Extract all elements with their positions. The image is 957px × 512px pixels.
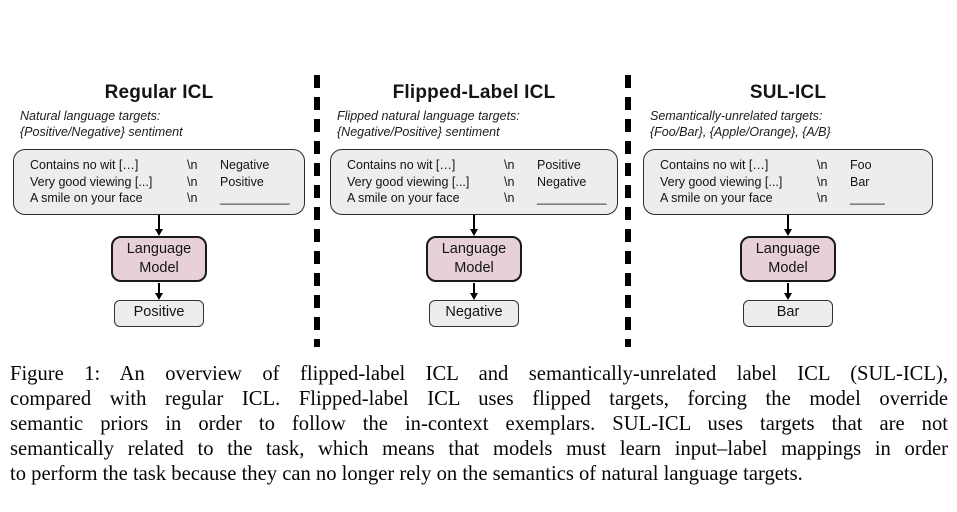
exemplar-input: Very good viewing [...] xyxy=(660,174,783,189)
panel-subtitle: Natural language targets: {Positive/Nega… xyxy=(20,109,305,140)
exemplar-input: Contains no wit […] xyxy=(30,158,139,172)
exemplar-blank-label: __________ xyxy=(537,191,607,205)
exemplar-input: A smile on your face xyxy=(660,191,773,205)
connector-model-to-output xyxy=(13,283,305,300)
output-box: Negative xyxy=(429,300,519,327)
connector-input-to-model xyxy=(643,215,933,236)
language-model-box: Language Model xyxy=(740,236,836,282)
exemplar-row: A smile on your face \n __________ xyxy=(347,190,617,207)
newline-token: \n xyxy=(187,191,198,205)
exemplars-box: Contains no wit […] \n Positive Very goo… xyxy=(330,149,618,215)
panel-title: Flipped-Label ICL xyxy=(392,82,556,103)
panel-subtitle: Flipped natural language targets: {Negat… xyxy=(337,109,618,140)
connector-line xyxy=(158,215,160,229)
exemplar-input: Contains no wit […] xyxy=(347,158,456,172)
exemplar-input: Very good viewing [...] xyxy=(347,174,470,189)
exemplar-label: Negative xyxy=(537,174,587,189)
connector-line xyxy=(473,215,475,229)
caption-line: semantic priors in order to follow the i… xyxy=(10,412,948,435)
panel-title: Regular ICL xyxy=(104,82,214,103)
exemplar-row: Contains no wit […] \n Positive xyxy=(347,157,617,174)
newline-token: \n xyxy=(817,191,828,205)
connector-line xyxy=(473,283,475,293)
subtitle-line: {Positive/Negative} sentiment xyxy=(20,124,183,139)
exemplar-label: Bar xyxy=(850,174,870,189)
connector-model-to-output xyxy=(643,283,933,300)
exemplars-box: Contains no wit […] \n Foo Very good vie… xyxy=(643,149,933,215)
caption-line: compared with regular ICL. Flipped-label… xyxy=(10,387,948,410)
exemplar-row: A smile on your face \n _____ xyxy=(660,190,932,207)
language-model-box: Language Model xyxy=(111,236,207,282)
exemplar-row: Contains no wit […] \n Negative xyxy=(30,157,304,174)
exemplar-blank-label: _____ xyxy=(850,191,885,205)
arrow-down-icon xyxy=(784,293,792,300)
caption-line: Figure 1: An overview of flipped-label I… xyxy=(10,363,948,385)
newline-token: \n xyxy=(504,174,515,189)
subtitle-line: Natural language targets: xyxy=(20,109,161,123)
language-model-label: Language xyxy=(441,241,507,257)
exemplar-row: Contains no wit […] \n Foo xyxy=(660,157,932,174)
newline-token: \n xyxy=(504,191,515,205)
connector-model-to-output xyxy=(330,283,618,300)
newline-token: \n xyxy=(817,158,828,172)
exemplar-label: Negative xyxy=(220,158,270,172)
exemplar-row: Very good viewing [...] \n Negative xyxy=(347,174,617,191)
newline-token: \n xyxy=(187,174,198,189)
output-box: Bar xyxy=(743,300,833,327)
figure-caption: Figure 1: An overview of flipped-label I… xyxy=(10,362,948,487)
exemplar-label: Foo xyxy=(850,158,872,172)
exemplar-input: A smile on your face xyxy=(347,191,460,205)
connector-line xyxy=(787,283,789,293)
language-model-label: Model xyxy=(768,260,808,276)
arrow-down-icon xyxy=(155,293,163,300)
panel-subtitle: Semantically-unrelated targets: {Foo/Bar… xyxy=(650,109,933,140)
arrow-down-icon xyxy=(784,229,792,236)
exemplar-input: Very good viewing [...] xyxy=(30,174,153,189)
subtitle-line: Flipped natural language targets: xyxy=(337,109,520,123)
exemplar-label: Positive xyxy=(537,158,581,172)
language-model-label: Language xyxy=(755,241,821,257)
newline-token: \n xyxy=(817,174,828,189)
output-box: Positive xyxy=(114,300,204,327)
newline-token: \n xyxy=(187,158,198,172)
connector-line xyxy=(787,215,789,229)
newline-token: \n xyxy=(504,158,515,172)
subtitle-line: {Foo/Bar}, {Apple/Orange}, {A/B} xyxy=(650,124,831,139)
caption-line: to perform the task because they can no … xyxy=(10,462,803,485)
connector-input-to-model xyxy=(330,215,618,236)
exemplar-row: Very good viewing [...] \n Positive xyxy=(30,174,304,191)
subtitle-line: {Negative/Positive} sentiment xyxy=(337,124,500,139)
arrow-down-icon xyxy=(155,229,163,236)
language-model-box: Language Model xyxy=(426,236,522,282)
exemplars-box: Contains no wit […] \n Negative Very goo… xyxy=(13,149,305,215)
connector-input-to-model xyxy=(13,215,305,236)
subtitle-line: Semantically-unrelated targets: xyxy=(650,109,823,123)
dashed-divider xyxy=(625,75,631,347)
panel-title: SUL-ICL xyxy=(749,82,827,103)
exemplar-label: Positive xyxy=(220,174,264,189)
arrow-down-icon xyxy=(470,293,478,300)
exemplar-row: A smile on your face \n __________ xyxy=(30,190,304,207)
exemplar-blank-label: __________ xyxy=(220,191,290,205)
language-model-label: Model xyxy=(454,260,494,276)
arrow-down-icon xyxy=(470,229,478,236)
exemplar-input: A smile on your face xyxy=(30,191,143,205)
exemplar-input: Contains no wit […] xyxy=(660,158,769,172)
exemplar-row: Very good viewing [...] \n Bar xyxy=(660,174,932,191)
language-model-label: Model xyxy=(139,260,179,276)
caption-line: semantically related to the task, which … xyxy=(10,437,948,460)
connector-line xyxy=(158,283,160,293)
dashed-divider xyxy=(314,75,320,347)
language-model-label: Language xyxy=(126,241,192,257)
